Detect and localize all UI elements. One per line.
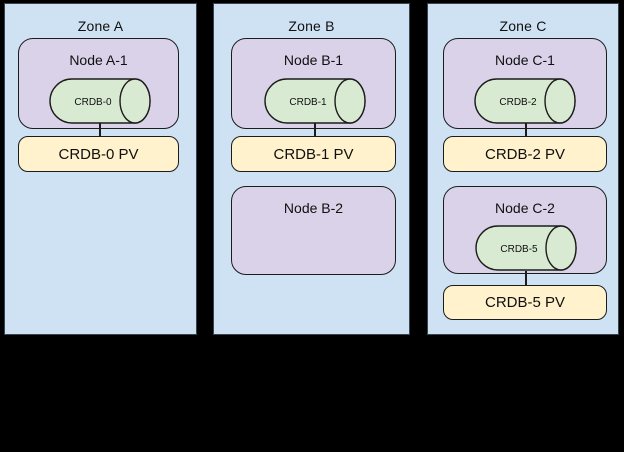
node-b2-box: Node B-2 [231, 186, 396, 275]
db-a-label: CRDB-0 [74, 97, 112, 108]
node-b2-label: Node B-2 [283, 200, 344, 216]
node-c2-box: Node C-2 CRDB-5 [443, 186, 607, 274]
db-b-label: CRDB-1 [289, 97, 327, 108]
zone-b: Zone B Node B-1 CRDB-1 CRDB-1 PV Node B-… [213, 3, 410, 335]
db-c2-label: CRDB-5 [500, 244, 538, 255]
node-b1-label: Node B-1 [283, 52, 344, 68]
zone-a: Zone A Node A-1 CRDB-0 CRDB-0 PV [4, 3, 197, 335]
database-cylinder-icon: CRDB-5 [475, 225, 577, 271]
pv-b-box: CRDB-1 PV [231, 136, 396, 172]
zone-b-title: Zone B [288, 18, 335, 34]
connector-line [525, 123, 527, 136]
connector-line [314, 123, 316, 136]
node-c1-box: Node C-1 CRDB-2 [443, 38, 607, 129]
cylinder-cap [544, 78, 576, 124]
pv-c2-box: CRDB-5 PV [443, 285, 607, 320]
database-cylinder-icon: CRDB-1 [264, 78, 366, 124]
zone-c-title: Zone C [499, 18, 547, 34]
db-c1-label: CRDB-2 [499, 97, 537, 108]
node-c1-label: Node C-1 [495, 52, 555, 68]
pv-c2-label: CRDB-5 PV [484, 294, 566, 311]
pv-c1-box: CRDB-2 PV [443, 136, 607, 172]
pv-c1-label: CRDB-2 PV [484, 145, 566, 163]
zone-a-title: Zone A [77, 18, 124, 34]
database-cylinder-icon: CRDB-2 [474, 78, 576, 124]
pv-a-box: CRDB-0 PV [18, 136, 179, 172]
cylinder-cap [334, 78, 366, 124]
node-a1-box: Node A-1 CRDB-0 [18, 38, 179, 129]
cylinder-cap [119, 78, 151, 124]
connector-line [99, 123, 101, 136]
database-cylinder-icon: CRDB-0 [49, 78, 151, 124]
connector-line [525, 271, 527, 285]
zone-c: Zone C Node C-1 CRDB-2 CRDB-2 PV Node C-… [427, 3, 619, 335]
cylinder-cap [545, 225, 577, 271]
node-a1-label: Node A-1 [69, 52, 128, 68]
node-b1-box: Node B-1 CRDB-1 [231, 38, 396, 129]
node-c2-label: Node C-2 [495, 200, 555, 216]
pv-b-label: CRDB-1 PV [273, 145, 354, 163]
pv-a-label: CRDB-0 PV [58, 145, 139, 163]
